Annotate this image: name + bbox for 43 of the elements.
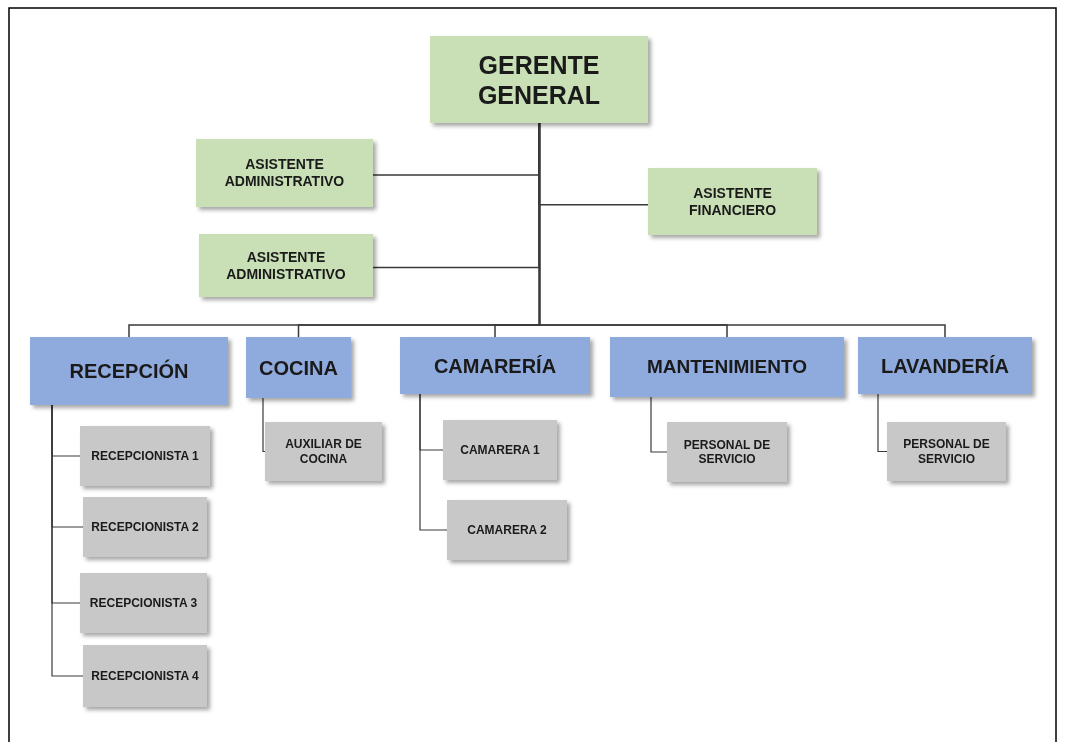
staff-box: [667, 422, 787, 482]
staff-box: [80, 426, 210, 486]
staff-box: [80, 573, 207, 633]
connector-line: [538, 122, 946, 338]
box-label: MANTENIMIENTO: [646, 355, 808, 379]
staff-box: [443, 420, 557, 480]
department-box: [610, 337, 844, 397]
box-label: CAMARERA 2: [467, 522, 547, 538]
connector-line: [51, 404, 84, 677]
box-label: RECEPCIONISTA 2: [91, 519, 199, 535]
box-label: COCINA: [259, 355, 338, 380]
box-label: CAMARERÍA: [433, 353, 557, 378]
connector-line: [419, 393, 448, 531]
box-label: ASISTENTE ADMINISTRATIVO: [225, 248, 347, 283]
department-box: [858, 337, 1032, 394]
assistant-box: [199, 234, 373, 297]
box-label: RECEPCIONISTA 3: [89, 595, 198, 611]
box-label: PERSONAL DE SERVICIO: [682, 437, 772, 467]
staff-box: [447, 500, 567, 560]
box-label: GERENTE GENERAL: [476, 49, 602, 110]
box-label: ASISTENTE ADMINISTRATIVO: [223, 156, 346, 190]
box-label: RECEPCIONISTA 1: [91, 448, 199, 464]
assistant-box: [196, 139, 373, 207]
connector-line: [372, 122, 540, 269]
staff-box: [887, 422, 1006, 481]
box-label: AUXILIAR DE COCINA: [284, 437, 363, 466]
department-box: [30, 337, 228, 405]
connector-line: [262, 397, 266, 453]
manager-box: [430, 36, 648, 123]
box-label: RECEPCIÓN: [69, 359, 189, 383]
connector-line: [877, 393, 888, 453]
box-label: CAMARERA 1: [460, 442, 540, 458]
staff-box: [265, 422, 382, 481]
assistant-box: [648, 168, 817, 235]
box-label: PERSONAL DE SERVICIO: [902, 437, 991, 466]
connector-line: [650, 396, 668, 453]
staff-box: [83, 645, 207, 707]
box-label: LAVANDERÍA: [880, 353, 1010, 378]
box-label: RECEPCIONISTA 4: [91, 668, 199, 684]
staff-box: [83, 497, 207, 557]
department-box: [400, 337, 590, 394]
department-box: [246, 337, 351, 398]
box-label: ASISTENTE FINANCIERO: [687, 184, 778, 219]
